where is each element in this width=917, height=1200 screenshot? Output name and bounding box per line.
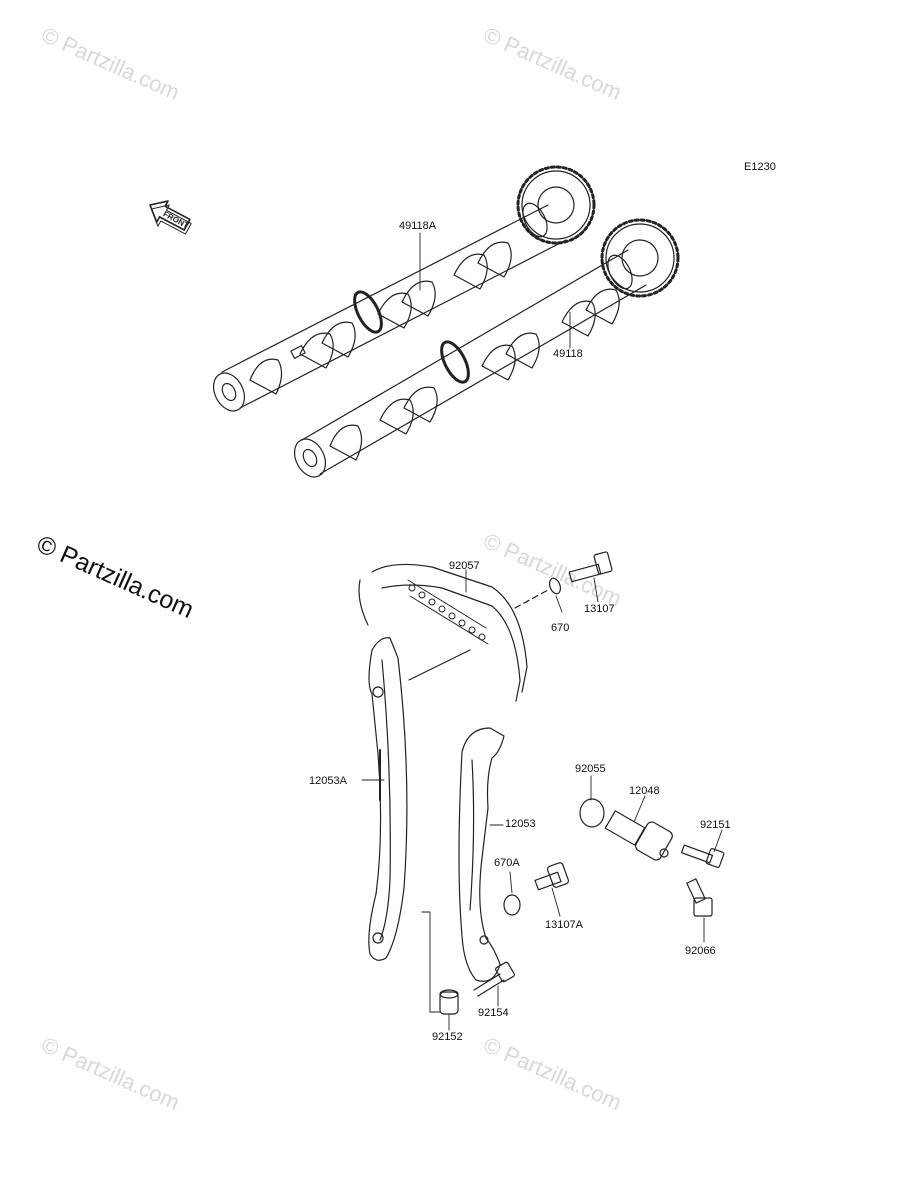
label-92151[interactable]: 92151 bbox=[700, 819, 731, 831]
label-13107[interactable]: 13107 bbox=[584, 603, 615, 615]
bolt-92151 bbox=[680, 844, 725, 868]
label-670[interactable]: 670 bbox=[551, 622, 570, 634]
collar-92152 bbox=[439, 989, 459, 1015]
bolt-92066 bbox=[686, 878, 713, 917]
label-92066[interactable]: 92066 bbox=[685, 945, 716, 957]
label-12048[interactable]: 12048 bbox=[629, 785, 660, 797]
chain-guide-12053 bbox=[458, 727, 505, 982]
tensioner-12048 bbox=[604, 810, 673, 861]
front-arrow-icon: FRONT bbox=[149, 200, 192, 235]
oring-670A bbox=[503, 894, 521, 916]
label-13107A[interactable]: 13107A bbox=[545, 919, 583, 931]
bolt-13107 bbox=[568, 551, 613, 583]
timing-chain-92057 bbox=[358, 563, 528, 702]
bolt-13107A bbox=[534, 862, 570, 891]
label-92154[interactable]: 92154 bbox=[478, 1007, 509, 1019]
camshaft-49118A bbox=[212, 165, 596, 412]
label-12053[interactable]: 12053 bbox=[505, 818, 536, 830]
label-92055[interactable]: 92055 bbox=[575, 763, 606, 775]
oring-670 bbox=[548, 577, 562, 595]
camshaft-49118 bbox=[293, 218, 680, 478]
label-92152[interactable]: 92152 bbox=[432, 1031, 463, 1043]
label-670A[interactable]: 670A bbox=[494, 857, 520, 869]
diagram-code: E1230 bbox=[744, 161, 776, 173]
label-49118[interactable]: 49118 bbox=[553, 348, 583, 360]
label-12053A[interactable]: 12053A bbox=[309, 775, 347, 787]
bolt-92154 bbox=[473, 961, 515, 997]
label-92057[interactable]: 92057 bbox=[449, 560, 480, 572]
chain-guide-12053A bbox=[368, 637, 408, 961]
label-49118A[interactable]: 49118A bbox=[399, 220, 437, 232]
oring-92055 bbox=[579, 798, 605, 828]
